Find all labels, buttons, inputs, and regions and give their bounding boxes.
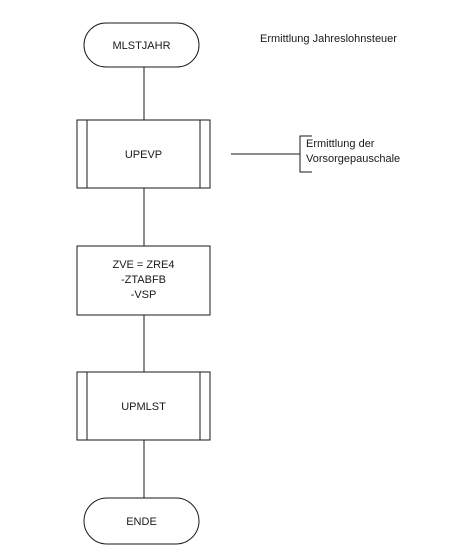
diagram-heading: Ermittlung Jahreslohnsteuer: [260, 33, 397, 45]
process-zve: ZVE = ZRE4 -ZTABFB -VSP: [76, 245, 211, 316]
upevp-label: UPEVP: [125, 149, 162, 161]
annotation-bracket: [231, 135, 312, 173]
annotation-line-2: Vorsorgepauschale: [306, 153, 400, 165]
start-terminator: MLSTJAHR: [83, 22, 200, 68]
annotation-line-1: Ermittlung der: [306, 138, 375, 150]
start-label: MLSTJAHR: [112, 40, 170, 52]
calc-line-2: -ZTABFB: [121, 274, 166, 286]
end-terminator: ENDE: [83, 497, 200, 545]
subroutine-upevp: UPEVP: [76, 119, 211, 189]
subroutine-upmlst: UPMLST: [76, 371, 211, 441]
upmlst-label: UPMLST: [121, 401, 166, 413]
calc-line-3: -VSP: [131, 289, 157, 301]
calc-line-1: ZVE = ZRE4: [112, 259, 174, 271]
end-label: ENDE: [126, 516, 157, 528]
